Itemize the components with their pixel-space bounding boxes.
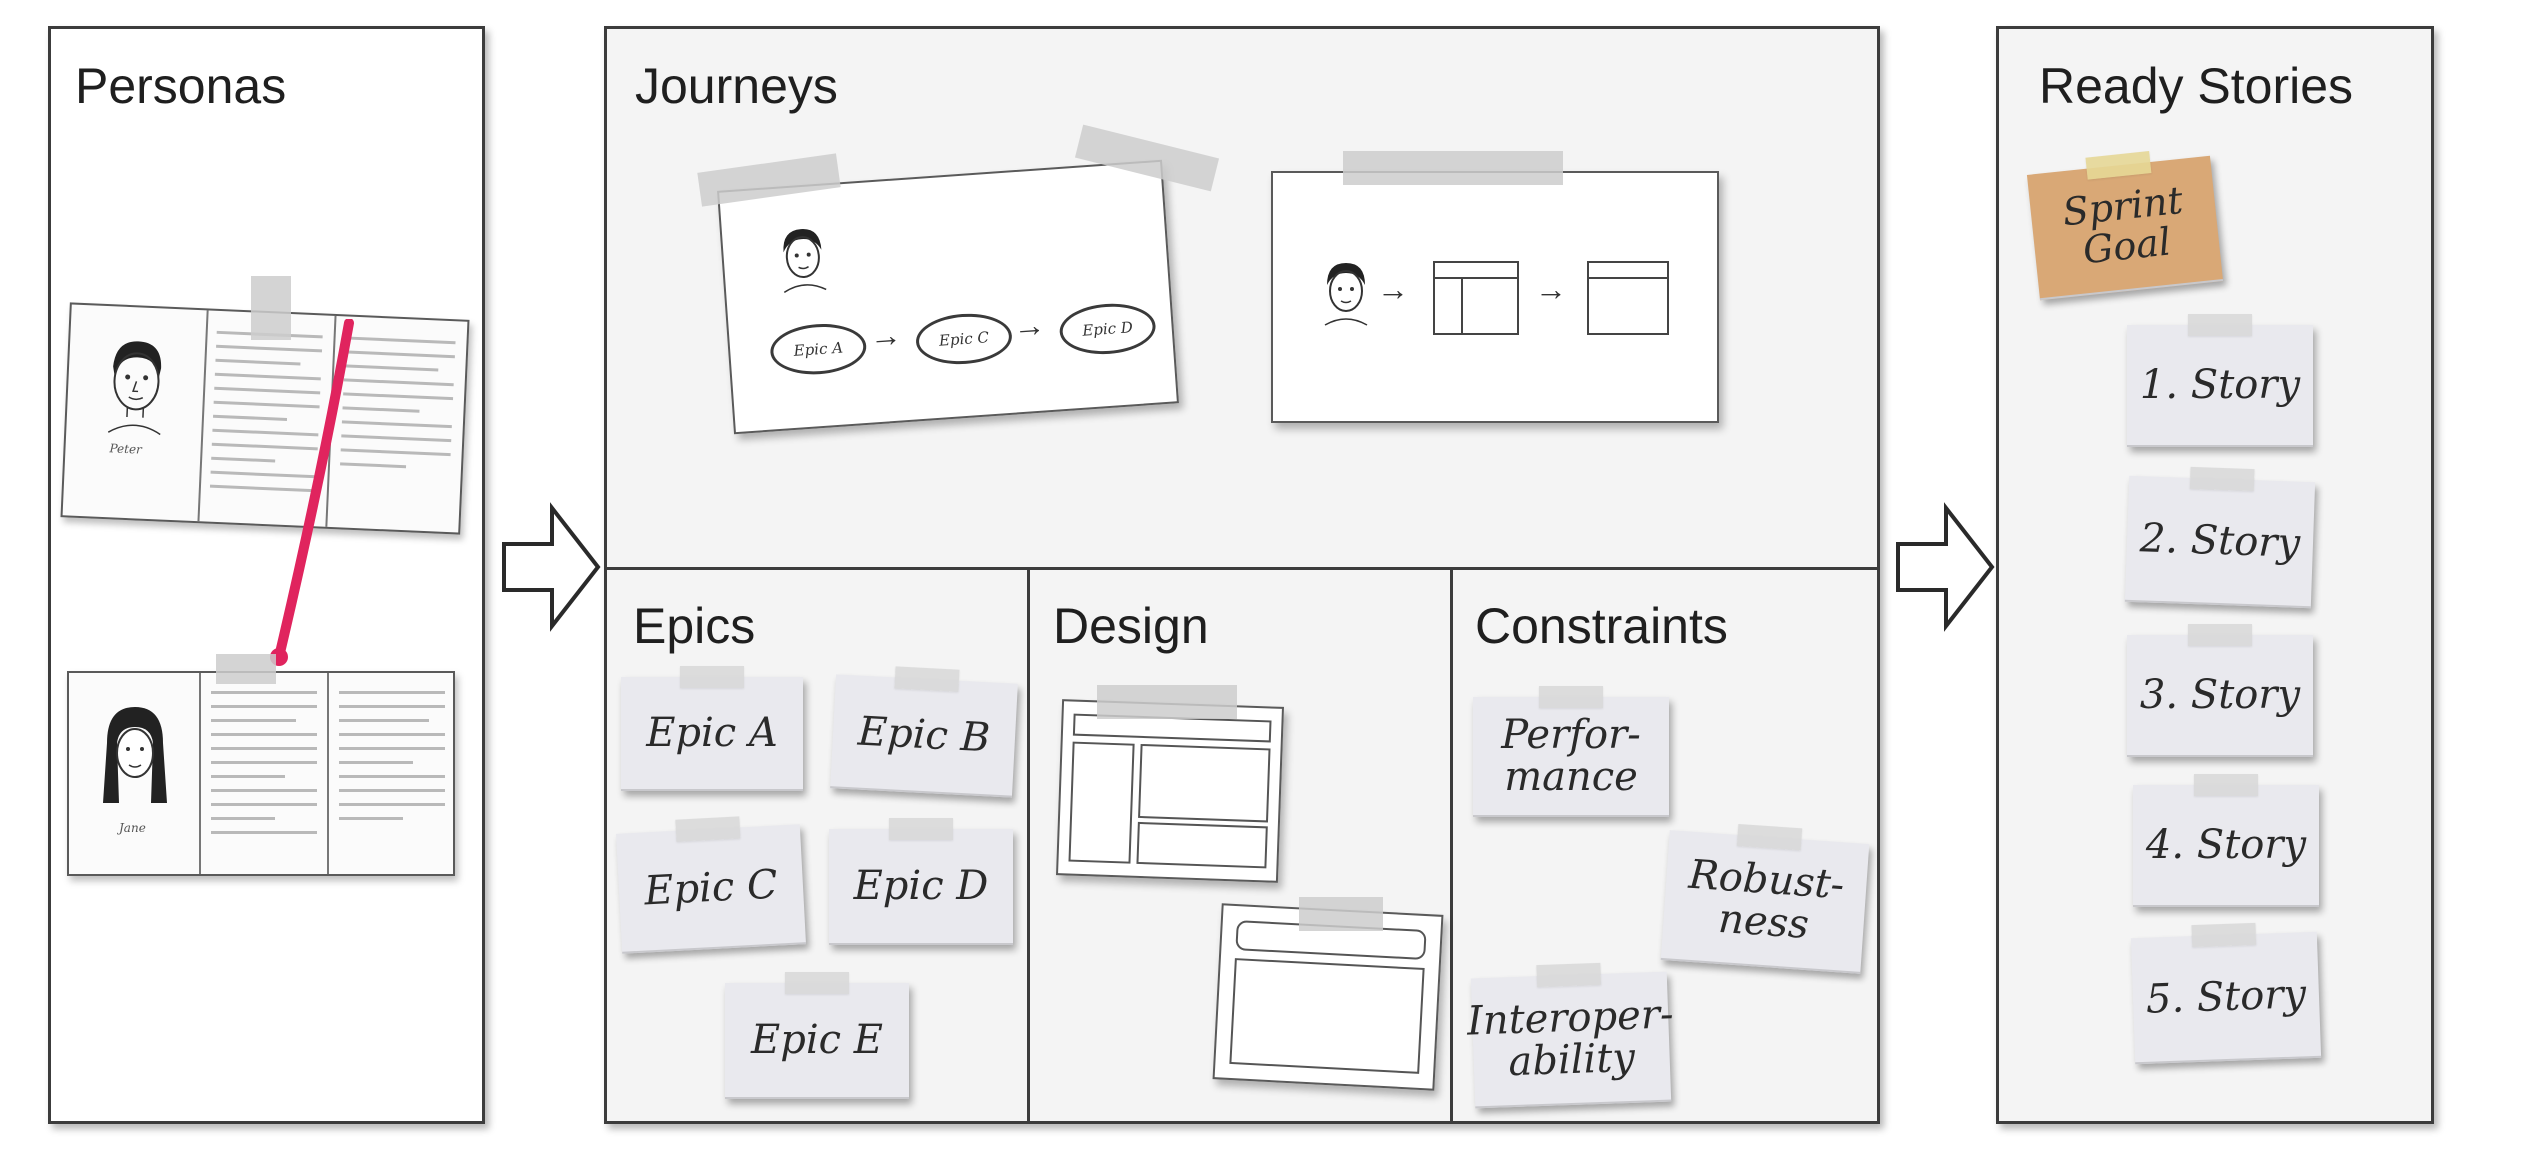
tape [889,818,953,840]
story-note-1[interactable]: 1. Story [2127,314,2313,447]
design-sketch-2[interactable] [1212,903,1444,1091]
story-note-2[interactable]: 2. Story [2124,466,2316,609]
flow-arrow-icon [502,502,601,632]
design-title: Design [1053,598,1209,654]
constraints-title: Constraints [1475,598,1728,654]
epics-title: Epics [633,598,756,654]
tape [216,654,276,684]
sprint-goal-note[interactable]: Sprint Goal [2026,151,2224,301]
personas-title: Personas [75,58,287,114]
tape [2188,314,2252,336]
journey-epic-a: Epic A [768,320,868,378]
tape [1736,823,1803,851]
horizontal-divider [607,567,1877,570]
arrow-icon: → [1377,271,1409,307]
female-face-icon [103,707,167,803]
journey-epic-c: Epic C [914,310,1014,368]
tape [2188,624,2252,646]
ready-stories-panel: Ready Stories Sprint Goal 1. Story 2. St… [1996,26,2434,1124]
epic-note-d[interactable]: Epic D [829,818,1013,945]
persona-card-peter[interactable]: Peter [60,302,470,535]
flow-arrow-icon [1896,502,1995,632]
user-face-icon [783,229,827,294]
tape [894,666,960,692]
tape [785,972,849,994]
tape [2194,774,2258,796]
epic-note-a[interactable]: Epic A [621,666,803,791]
vertical-divider [1450,569,1453,1121]
journeys-panel: Journeys Epic A → Epic C → Epic D → [604,26,1880,1124]
story-note-3[interactable]: 3. Story [2127,624,2313,757]
design-sketch-1[interactable] [1055,699,1285,883]
persona-card-jane[interactable]: Jane [67,671,455,876]
arrow-icon: → [1535,271,1567,307]
epic-note-c[interactable]: Epic C [615,816,807,954]
tape [2189,466,2255,492]
bookmark-ribbon [270,319,354,666]
ready-stories-title: Ready Stories [2039,58,2354,114]
personas-panel: Personas Peter Jane [48,26,485,1124]
tape [2085,151,2152,180]
persona-name-jane: Jane [119,821,146,835]
screen-sketch-icon [1433,261,1519,335]
arrow-icon: → [1011,306,1047,345]
constraint-note-performance[interactable]: Perfor- mance [1473,686,1669,817]
tape [2191,922,2257,948]
male-face-icon [107,341,162,436]
tape [1539,686,1603,708]
arrow-icon: → [868,316,903,355]
constraint-note-robustness[interactable]: Robust- ness [1660,823,1870,974]
tape [251,276,291,340]
tape [1343,151,1563,185]
story-note-4[interactable]: 4. Story [2133,774,2319,907]
user-face-icon [1324,263,1368,326]
tape [1536,962,1602,988]
epic-note-e[interactable]: Epic E [725,972,909,1099]
tape [680,666,744,688]
screen-sketch-icon [1587,261,1669,335]
constraint-note-interoperability[interactable]: Interoper- ability [1466,962,1674,1109]
vertical-divider [1027,569,1030,1121]
tape [1097,685,1237,719]
story-note-5[interactable]: 5. Story [2130,922,2322,1065]
tape [675,816,741,842]
journey-card-epics[interactable]: Epic A → Epic C → Epic D [717,159,1179,435]
journeys-title: Journeys [635,58,838,114]
epic-note-b[interactable]: Epic B [830,666,1018,798]
journey-epic-d: Epic D [1057,300,1158,358]
persona-name-peter: Peter [109,441,143,457]
journey-card-screens[interactable]: → → [1271,171,1719,423]
tape [1299,897,1383,931]
